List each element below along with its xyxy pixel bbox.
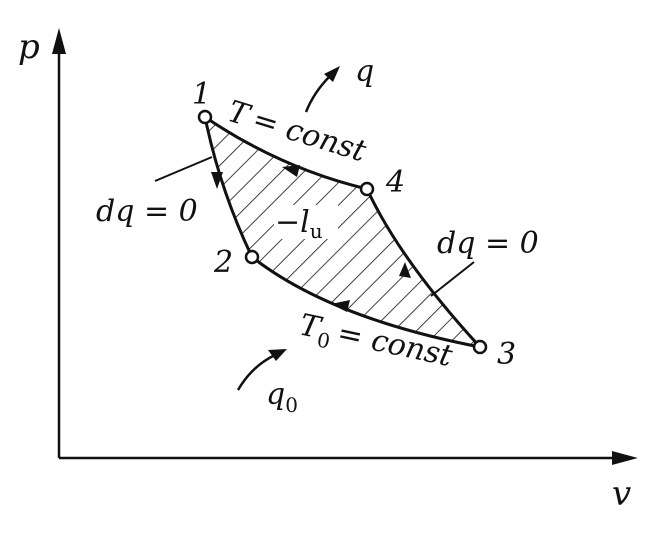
- adiabat-left-leader: [154, 156, 213, 182]
- y-axis-arrow-icon: [52, 28, 66, 54]
- adiabat-right-annotation: dq = 0: [430, 226, 539, 297]
- adiabat-2-1: [203, 116, 254, 258]
- x-axis-arrow-icon: [612, 451, 638, 465]
- work-label: −lu: [274, 205, 338, 243]
- heat-out-sub: 0: [285, 393, 298, 417]
- arrow-on-adiabat-4-3-icon: [399, 262, 411, 278]
- heat-out-label: q0: [266, 377, 298, 417]
- svg-text:−lu: −lu: [275, 205, 323, 243]
- adiabat-4-3: [365, 188, 482, 349]
- state-label-3: 3: [497, 337, 516, 372]
- isotherm-3-2: [251, 255, 481, 349]
- work-label-sub: u: [310, 219, 323, 243]
- state-label-4: 4: [385, 165, 405, 200]
- cycle-work-area: [205, 117, 480, 347]
- state-point-1: [197, 109, 213, 125]
- work-label-background: [274, 205, 338, 239]
- adiabat-right-leader: [430, 261, 475, 297]
- arrow-on-adiabat-2-1-icon: [211, 172, 223, 189]
- state-point-3: [472, 339, 488, 355]
- axes: p v: [18, 27, 638, 514]
- state-points: 1 4 3 2: [192, 77, 516, 372]
- arrow-on-isotherm-3-2-icon: [331, 300, 350, 312]
- isotherm-1-4: [204, 115, 368, 191]
- heat-in-arrow: [304, 75, 331, 113]
- y-axis-label: p: [18, 27, 40, 67]
- arrow-on-isotherm-1-4-icon: [282, 165, 300, 177]
- heat-in-label: q: [355, 54, 374, 89]
- heat-out-arrow: [236, 353, 276, 391]
- work-label-minus-l: −l: [275, 205, 310, 240]
- adiabat-left-label: dq = 0: [96, 194, 198, 229]
- state-point-4: [359, 181, 375, 197]
- state-label-1: 1: [192, 77, 211, 112]
- heat-in-arrow-icon: [324, 66, 340, 82]
- adiabat-right-label: dq = 0: [437, 226, 539, 261]
- heat-out-arrow-icon: [268, 349, 287, 361]
- heat-out-q: q: [266, 377, 285, 412]
- heat-out-annotation: q0: [236, 349, 298, 417]
- state-point-2: [244, 249, 260, 265]
- isotherm-bottom-T-sub: 0: [315, 327, 332, 353]
- state-label-2: 2: [213, 245, 233, 280]
- heat-in-annotation: q: [304, 54, 374, 113]
- x-axis-label: v: [612, 474, 631, 514]
- direction-arrows: [211, 165, 411, 312]
- cycle-curves: [203, 115, 482, 349]
- adiabat-left-annotation: dq = 0: [96, 156, 213, 229]
